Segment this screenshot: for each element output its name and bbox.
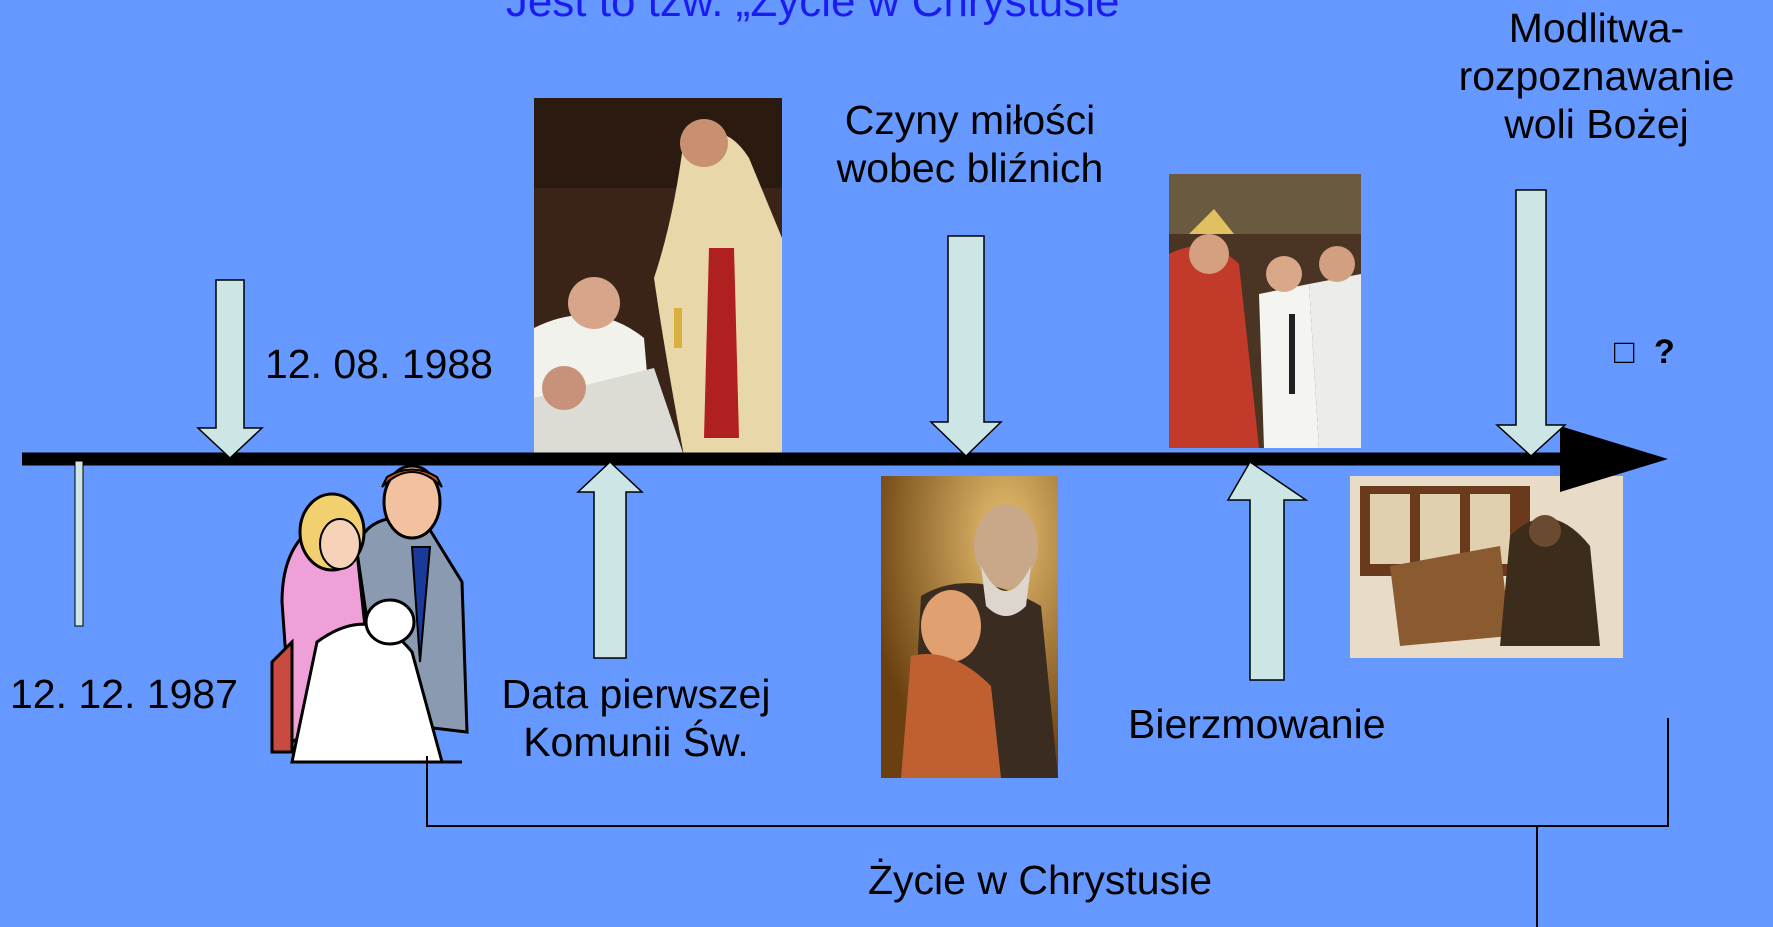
date-birth-label: 12. 12. 1987 [10, 671, 238, 717]
prayer-label: Modlitwa- rozpoznawanie woli Bożej [1420, 4, 1773, 148]
saint-with-child-painting [881, 476, 1058, 778]
down-arrow-prayer [1495, 189, 1567, 458]
charity-line2: wobec bliźnich [836, 145, 1104, 191]
date-baptism-label: 12. 08. 1988 [265, 341, 493, 387]
up-arrow-confirmation [1226, 460, 1309, 681]
slide-title: Jest to tzw. „Życie w Chrystusie” [505, 0, 1135, 26]
charity-line1: Czyny miłości [844, 97, 1096, 143]
baptism-clipart-image [262, 462, 474, 766]
prayer-line1: Modlitwa- [1508, 5, 1685, 51]
future-label: □ ? [1614, 328, 1675, 376]
down-arrow-charity [929, 235, 1003, 458]
future-question: ? [1654, 333, 1675, 371]
first-communion-photo [534, 98, 782, 456]
charity-label: Czyny miłości wobec bliźnich [810, 96, 1130, 192]
confirmation-label: Bierzmowanie [1128, 701, 1386, 747]
first-communion-label: Data pierwszej Komunii Św. [486, 670, 786, 766]
first-communion-line1: Data pierwszej [501, 671, 771, 717]
prayer-photo [1350, 476, 1623, 658]
life-in-christ-label: Życie w Chrystusie [868, 857, 1213, 903]
life-bracket [426, 718, 1669, 827]
future-box: □ [1614, 333, 1635, 371]
down-arrow-baptism [196, 279, 264, 460]
start-marker [74, 460, 84, 627]
timeline-arrowhead [1560, 426, 1668, 492]
up-arrow-communion [576, 460, 644, 659]
confirmation-photo [1169, 174, 1361, 448]
prayer-line3: woli Bożej [1504, 101, 1689, 147]
prayer-line2: rozpoznawanie [1458, 53, 1735, 99]
first-communion-line2: Komunii Św. [523, 719, 749, 765]
